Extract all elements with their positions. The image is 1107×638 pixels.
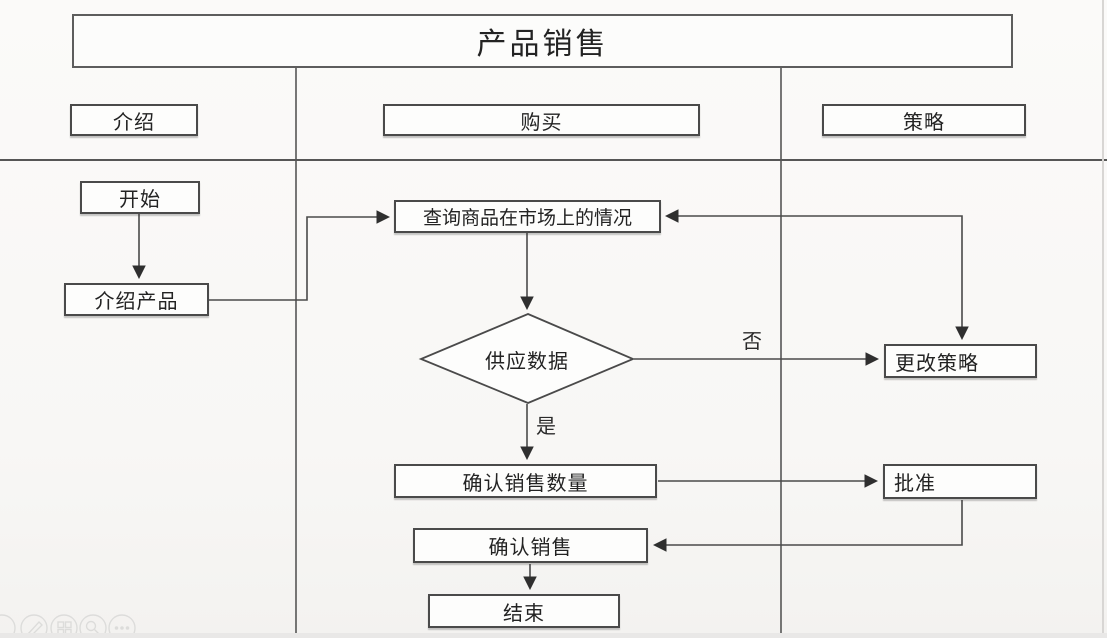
node-label: 开始 xyxy=(119,189,161,211)
edge-label-no: 否 xyxy=(742,331,762,353)
edge-approve-to-confirm-sale xyxy=(652,500,963,552)
lane-header-label: 购买 xyxy=(520,111,563,134)
node-supply-data-decision: 供应数据 xyxy=(447,346,607,373)
edge-introduce-to-query xyxy=(209,210,391,301)
node-approve: 批准 xyxy=(883,464,1037,499)
node-change-strategy: 更改策略 xyxy=(884,344,1037,378)
grid-icon[interactable] xyxy=(50,614,78,638)
decision-diamond-shape xyxy=(418,313,636,404)
lane-header-label: 策略 xyxy=(903,111,945,134)
lane-header-introduction: 介绍 xyxy=(70,104,198,136)
lane-header-label: 介绍 xyxy=(113,111,155,134)
node-introduce-product: 介绍产品 xyxy=(64,283,209,316)
diagram-title-text: 产品销售 xyxy=(476,28,609,61)
partial-circle-icon[interactable] xyxy=(0,614,16,638)
node-label: 确认销售 xyxy=(488,537,573,559)
node-label: 更改策略 xyxy=(895,352,979,375)
node-confirm-quantity: 确认销售数量 xyxy=(394,464,657,498)
photo-bottom-edge xyxy=(0,633,1107,638)
node-label: 确认销售数量 xyxy=(462,472,589,495)
node-confirm-sale: 确认销售 xyxy=(413,528,648,563)
node-label: 查询商品在市场上的情况 xyxy=(422,208,632,229)
lane-header-purchase: 购买 xyxy=(383,104,700,136)
node-label: 介绍产品 xyxy=(94,291,179,313)
edge-label-yes: 是 xyxy=(536,416,556,438)
node-label: 供应数据 xyxy=(485,350,569,373)
edge-change-strategy-query-loop xyxy=(664,209,969,341)
more-ellipsis-icon[interactable] xyxy=(108,614,136,638)
node-label: 批准 xyxy=(894,473,936,495)
diagram-title: 产品销售 xyxy=(72,14,1013,68)
node-query-market: 查询商品在市场上的情况 xyxy=(394,200,661,233)
node-end: 结束 xyxy=(428,594,620,628)
lane-header-strategy: 策略 xyxy=(822,104,1026,136)
node-label: 结束 xyxy=(503,602,545,625)
node-start: 开始 xyxy=(80,181,200,214)
